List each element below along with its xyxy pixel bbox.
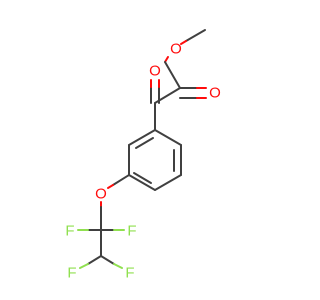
structure-svg: O O O O F F F F — [65, 29, 221, 282]
ring-bond-3 — [154, 174, 182, 191]
ring-inner-3 — [135, 137, 154, 149]
ring-bond-6 — [128, 129, 156, 146]
ring-bond-1 — [154, 129, 182, 146]
atom-o-ester-double: O — [209, 85, 221, 102]
atom-o-ether: O — [95, 186, 107, 203]
ring-inner-2 — [133, 172, 152, 184]
bond-methyl-o — [185, 29, 206, 42]
bond-o-ester-c — [164, 61, 181, 89]
ring-bond-4 — [128, 174, 156, 191]
bond-chf2-f-left-green — [79, 263, 89, 269]
atom-o-ketone: O — [149, 63, 161, 80]
bond-chf2-f-right — [100, 255, 115, 265]
bond-ring-ether — [112, 174, 130, 186]
atom-f-cf2-left: F — [65, 223, 74, 240]
bond-ring-ether-red — [107, 184, 114, 189]
bond-chf2-f-right-green — [113, 263, 123, 269]
atom-f-chf2-left: F — [67, 265, 76, 282]
bond-chf2-f-left — [87, 255, 102, 265]
bond-methyl-o-red — [180, 40, 187, 45]
molecule-diagram: O O O O F F F F — [65, 29, 221, 282]
atom-f-chf2-right: F — [125, 265, 134, 282]
atom-f-cf2-right: F — [127, 223, 136, 240]
atom-o-ester-single: O — [170, 41, 182, 58]
